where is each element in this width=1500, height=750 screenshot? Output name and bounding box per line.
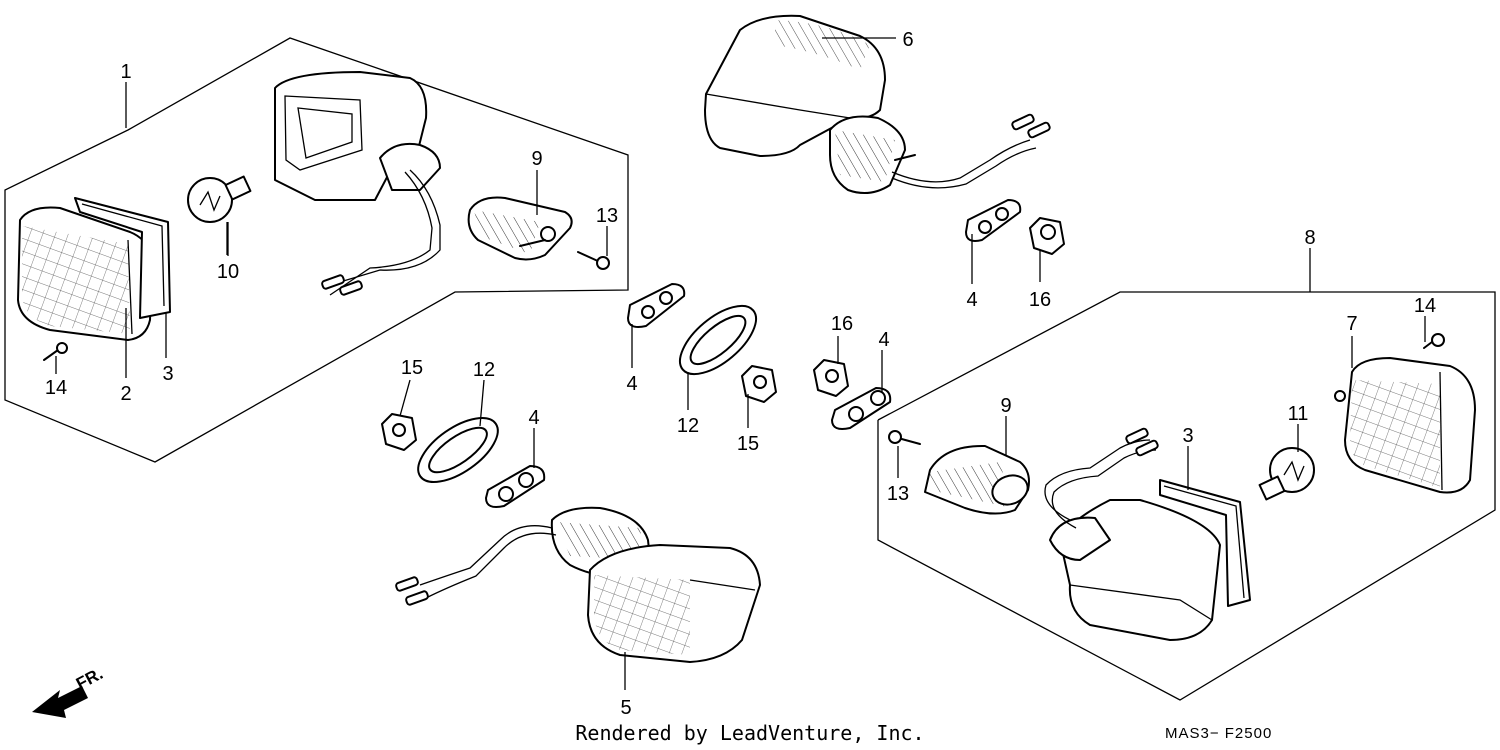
callout-4-lower: 4 <box>528 407 539 429</box>
callout-14-right: 14 <box>1414 295 1436 317</box>
center-nut16-part <box>813 359 849 397</box>
right-screw13-part <box>888 430 921 445</box>
bottom-turn-signal-part <box>395 506 761 663</box>
center-grommet-part <box>679 304 757 376</box>
callout-8: 8 <box>1304 227 1315 249</box>
callout-6: 6 <box>902 29 913 51</box>
right-screw14-part <box>1423 333 1445 349</box>
callout-labels: 1 2 3 14 10 9 13 6 4 16 8 7 14 4 12 15 1… <box>45 29 1436 719</box>
left-bracket-part <box>467 196 573 261</box>
top-nut-part <box>1029 217 1065 255</box>
callout-3-left: 3 <box>162 363 173 385</box>
callout-2: 2 <box>120 383 131 405</box>
right-gasket-part <box>1159 479 1251 607</box>
callout-9-right: 9 <box>1000 395 1011 417</box>
callout-7: 7 <box>1346 313 1357 335</box>
diagram-code: MAS3− F2500 <box>1165 725 1272 742</box>
lower-grommet-part <box>417 417 499 483</box>
left-housing-part <box>274 71 441 296</box>
lower-plate4-part <box>485 465 546 508</box>
callout-4-top: 4 <box>966 289 977 311</box>
left-screw13-part <box>577 251 610 270</box>
callout-12-center: 12 <box>677 415 699 437</box>
center-plate4-part <box>831 387 892 430</box>
callout-3-right: 3 <box>1182 425 1193 447</box>
leader-lines <box>55 37 1426 690</box>
front-direction-indicator: FR. <box>32 664 106 718</box>
center-plate-part <box>627 283 686 328</box>
callout-4-center-right: 4 <box>878 329 889 351</box>
callout-15-lower: 15 <box>401 357 423 379</box>
lower-nut15-part <box>381 413 417 451</box>
callout-11: 11 <box>1288 403 1309 425</box>
right-bracket-part <box>924 444 1030 515</box>
callout-16-top: 16 <box>1029 289 1051 311</box>
callout-4-center: 4 <box>626 373 637 395</box>
left-bulb-part <box>187 175 252 255</box>
right-lens-part <box>1334 357 1476 494</box>
callout-14-left: 14 <box>45 377 67 399</box>
right-assembly-frame <box>877 291 1496 701</box>
callout-10: 10 <box>217 261 239 283</box>
top-turn-signal-part <box>704 14 1051 195</box>
left-gasket-part <box>74 197 171 319</box>
top-plate-part <box>965 199 1022 242</box>
front-arrow-icon <box>32 686 88 718</box>
callout-16-center: 16 <box>831 313 853 335</box>
callout-13-right: 13 <box>887 483 909 505</box>
callout-5: 5 <box>620 697 631 719</box>
callout-1: 1 <box>120 61 131 83</box>
center-nut15-part <box>741 365 777 403</box>
credit-text: Rendered by LeadVenture, Inc. <box>575 721 924 745</box>
callout-15-center: 15 <box>737 433 759 455</box>
right-housing-part <box>1044 427 1221 641</box>
callout-12-lower: 12 <box>473 359 495 381</box>
left-lens-part <box>17 206 153 341</box>
callout-9-left: 9 <box>531 148 542 170</box>
callout-13-left: 13 <box>596 205 618 227</box>
left-screw-part <box>43 342 68 361</box>
right-bulb-part <box>1258 447 1315 501</box>
